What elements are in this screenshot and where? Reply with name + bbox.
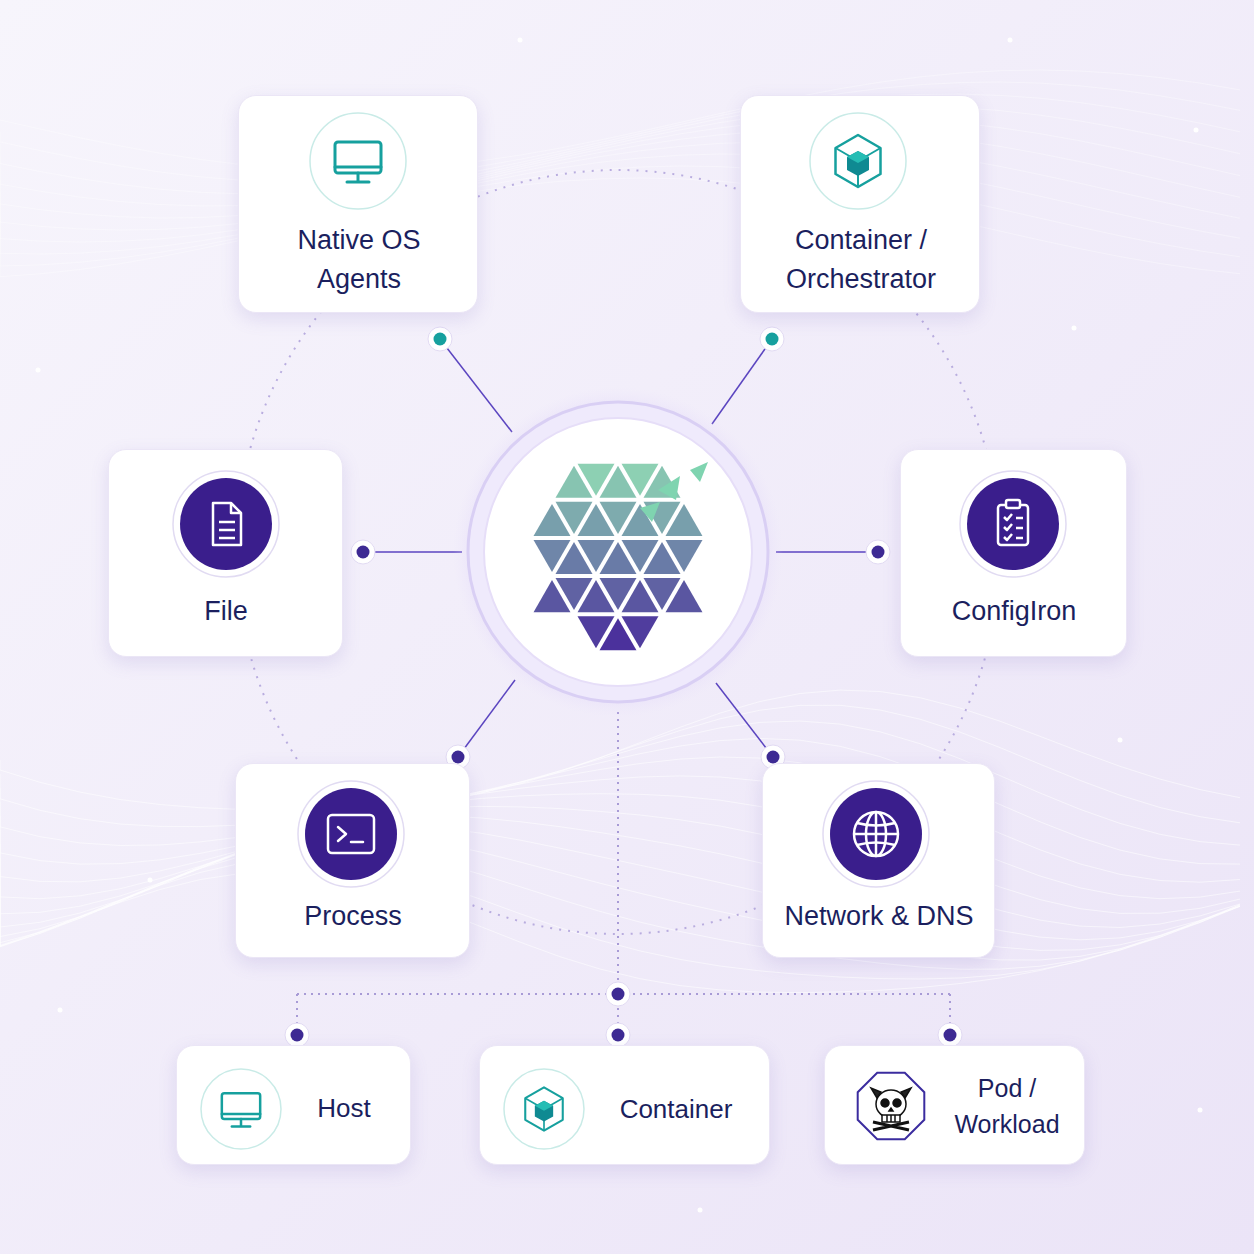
component-card: Native OS Agents — [238, 95, 478, 313]
component-card: Process — [235, 763, 470, 958]
connector-dot — [351, 540, 375, 564]
sparkles — [36, 38, 1203, 1213]
connector-dot — [606, 1023, 630, 1047]
wave-line — [0, 178, 1240, 277]
card-label: Host — [289, 1089, 399, 1127]
sparkle — [1198, 1108, 1203, 1113]
sparkle — [1072, 326, 1077, 331]
wave-line — [0, 794, 1240, 914]
card-label: Native OS Agents — [259, 221, 459, 299]
component-card: ConfigIron — [900, 449, 1127, 657]
card-label: Container / Orchestrator — [761, 221, 961, 299]
sparkle — [148, 878, 153, 883]
wave-line — [0, 757, 1240, 882]
wave-line — [0, 816, 1240, 940]
logo-fragment — [640, 502, 660, 522]
wave-lines — [0, 70, 1240, 993]
wave-line — [0, 130, 1240, 230]
connector-dot — [285, 1023, 309, 1047]
wave-line — [0, 738, 1240, 864]
wave-line — [0, 846, 1240, 969]
sparkle — [518, 38, 523, 43]
sparkle — [1118, 738, 1123, 743]
component-card: Container — [479, 1045, 770, 1165]
logo-triangle — [666, 580, 703, 612]
card-icon — [901, 450, 1128, 658]
hub-circle — [484, 418, 752, 686]
card-label: Container — [596, 1090, 756, 1128]
wave-line — [0, 154, 1240, 254]
logo-fragment — [658, 476, 680, 500]
logo-triangle — [666, 540, 703, 572]
card-icon — [825, 1046, 1086, 1166]
component-card: Pod / Workload — [824, 1045, 1085, 1165]
card-label: File — [126, 592, 326, 631]
sparkle — [1008, 38, 1013, 43]
connector-dot — [428, 327, 452, 351]
connector-dot — [938, 1023, 962, 1047]
card-icon — [109, 450, 344, 658]
connector-dot — [760, 327, 784, 351]
logo-triangle — [622, 616, 659, 648]
wave-line — [0, 835, 1240, 960]
wave-line — [0, 806, 1240, 927]
wave-line — [0, 872, 1240, 992]
component-card: File — [108, 449, 343, 657]
card-label: Process — [253, 897, 453, 936]
sparkle — [36, 368, 41, 373]
hub-ring — [468, 402, 768, 702]
wave-line — [0, 82, 1240, 182]
card-label: ConfigIron — [912, 592, 1117, 631]
wave-line — [0, 142, 1240, 242]
component-card: Network & DNS — [762, 763, 995, 958]
spoke-lines — [363, 339, 878, 757]
sparkle — [698, 1208, 703, 1213]
component-card: Container / Orchestrator — [740, 95, 980, 313]
card-icon — [177, 1046, 412, 1166]
connector-dot — [606, 982, 630, 1006]
connector-dot — [866, 540, 890, 564]
sparkle — [1194, 128, 1199, 133]
logo-fragment — [690, 462, 708, 482]
wave-line — [0, 859, 1240, 979]
component-card: Host — [176, 1045, 411, 1165]
card-label: Pod / Workload — [944, 1070, 1070, 1142]
wave-line — [0, 705, 1240, 826]
wave-line — [0, 166, 1240, 266]
wave-line — [0, 70, 1240, 170]
sparkle — [58, 1008, 63, 1013]
logo-triangle — [666, 504, 703, 536]
card-label: Network & DNS — [772, 897, 987, 936]
hub-glow — [453, 387, 783, 717]
hub-logo — [534, 462, 708, 650]
